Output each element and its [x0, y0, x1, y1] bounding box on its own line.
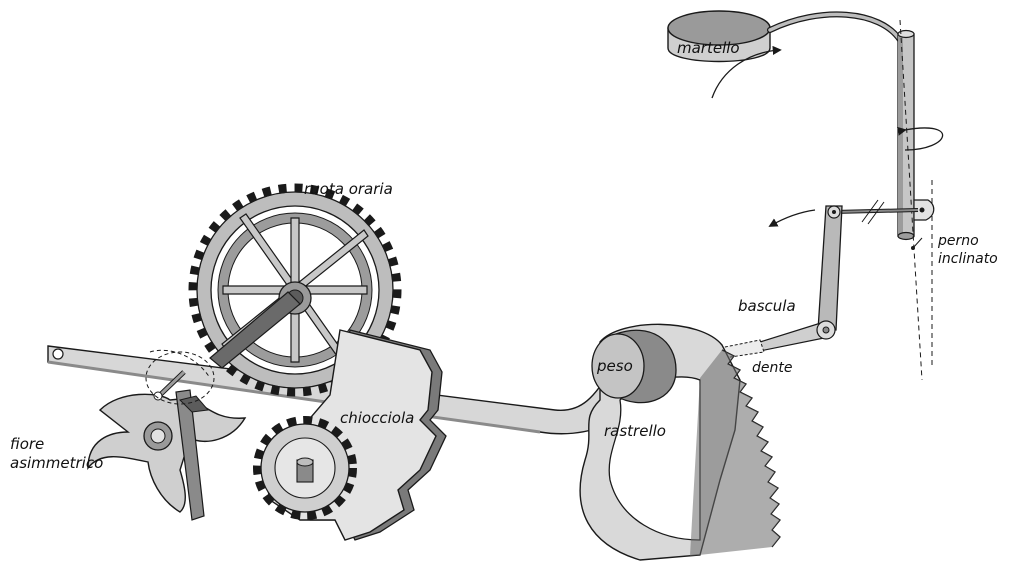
label-peso: peso [597, 359, 633, 374]
ratchet-wheel [257, 420, 353, 516]
label-martello: martello [677, 41, 740, 56]
fiore-asimmetrico [88, 394, 245, 512]
label-ruota-oraria: ruota oraria [304, 182, 393, 197]
vertical-arbor [898, 31, 914, 240]
label-bascula: bascula [738, 299, 796, 314]
label-chiocciola: chiocciola [340, 411, 414, 426]
label-inclinato: inclinato [938, 252, 998, 266]
bascula-lever [745, 206, 842, 354]
label-perno: perno [938, 234, 979, 248]
label-dente: dente [752, 361, 792, 375]
label-asimmetrico: asimmetrico [10, 456, 103, 471]
hammer-arm [770, 14, 900, 40]
bascula-direction-arrow [770, 210, 815, 226]
label-rastrello: rastrello [604, 424, 666, 439]
label-fiore: fiore [10, 437, 44, 452]
